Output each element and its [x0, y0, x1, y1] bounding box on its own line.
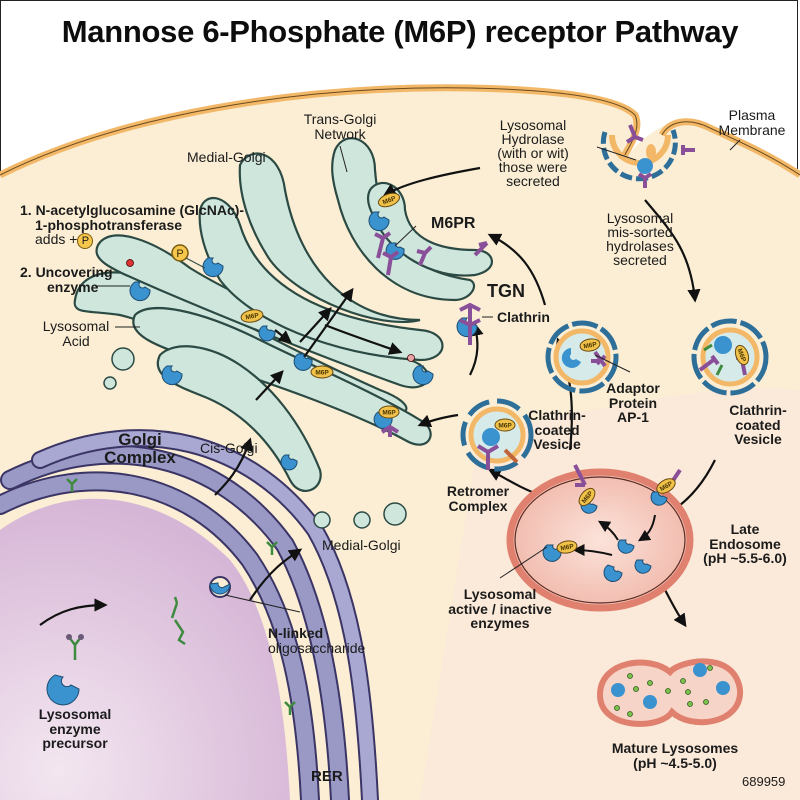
precursor-line1: Lysosomal [38, 706, 112, 722]
mature-lysosomes-label: Mature Lysosomes (pH ~4.5-5.0) [590, 741, 760, 770]
ccv-right-label: Clathrin- coated Vesicle [718, 403, 798, 447]
golgi-vesicles [103, 347, 407, 529]
svg-text:M6P: M6P [382, 195, 398, 206]
golgi-enzymes [46, 211, 478, 706]
mature-line2: (pH ~4.5-5.0) [633, 754, 717, 771]
leader-lines [95, 139, 741, 613]
adaptor-line1: Adaptor [606, 380, 660, 396]
late-endosome-line3: (pH ~5.5-6.0) [703, 550, 787, 567]
lysosomal-acid-label: Lysosomal Acid [38, 319, 114, 348]
phosphate-icon: P [77, 232, 94, 249]
svg-text:M6P: M6P [382, 409, 396, 416]
m6p-receptors [374, 231, 489, 437]
step1-line1: 1. N-acetylglucosamine (GlcNAc)- [20, 202, 245, 218]
enzymes-line2: active / inactive [448, 600, 552, 617]
retromer-line1: Retromer [446, 483, 510, 499]
svg-text:P: P [176, 248, 183, 260]
svg-text:M6P: M6P [583, 341, 598, 350]
golgi-complex-line1: Golgi [118, 430, 162, 449]
phosphate-chip [171, 244, 189, 262]
n-linked-label: N-linked oligosaccharide [268, 626, 365, 655]
ccv-right-line3: Vesicle [734, 431, 782, 448]
svg-text:M6P: M6P [560, 543, 575, 552]
svg-text:M6P: M6P [736, 348, 747, 364]
precursor-label: Lysosomal enzyme precursor [25, 707, 125, 751]
clathrin-label: Clathrin [497, 309, 550, 325]
ccv-right-line1: Clathrin- [729, 402, 787, 418]
enzymes-line3: enzymes [470, 615, 530, 632]
late-endosome-line2: Endosome [709, 535, 781, 552]
ccv-mid-label: Clathrin- coated Vesicle [522, 408, 592, 452]
n-linked-line1: N-linked [268, 625, 324, 641]
step2-line2: enzyme [47, 278, 99, 295]
missorted-line1: Lysosomal [606, 210, 674, 226]
lysosomal-acid-line1: Lysosomal [42, 318, 110, 334]
plasma-line1: Plasma [728, 107, 776, 123]
m6p-tags: M6P M6P M6P M6P M6P M6P M6P M6P M6P M6P [240, 192, 750, 554]
enzymes-line1: Lysosomal [463, 586, 537, 602]
late-endosome-line1: Late [730, 521, 760, 537]
step2-line1: 2. Uncovering [20, 264, 113, 280]
glycans [66, 478, 296, 715]
svg-text:M6P: M6P [245, 312, 260, 321]
hydrolase-line4: those were [498, 159, 568, 175]
hydrolase-line3: (with or wit) [497, 145, 569, 161]
golgi-complex-label: Golgi Complex [95, 431, 185, 467]
missorted-line2: mis-sorted [607, 224, 673, 240]
mature-lysosomes [596, 658, 744, 727]
ccv-right-line2: coated [735, 416, 781, 433]
enzymes-label: Lysosomal active / inactive enzymes [440, 587, 560, 631]
adaptor-line2: Protein [608, 394, 658, 411]
retromer-label: Retromer Complex [440, 484, 516, 513]
adaptor-protein-label: Adaptor Protein AP-1 [598, 381, 668, 425]
m6pr-label: M6PR [431, 215, 476, 232]
step1-line2: 1-phosphotransferase [35, 216, 183, 233]
ccv-mid-line3: Vesicle [533, 436, 581, 453]
rough-er [0, 429, 379, 800]
hydrolase-label: Lysosomal Hydrolase (with or wit) those … [478, 118, 588, 188]
page-title: Mannose 6-Phosphate (M6P) receptor Pathw… [61, 14, 739, 49]
trans-golgi-line1: Trans-Golgi [303, 111, 377, 127]
cis-golgi-label: Cis-Golgi [200, 440, 258, 456]
step1-label: 1. N-acetylglucosamine (GlcNAc)- 1-phosp… [20, 203, 244, 249]
hydrolase-line1: Lysosomal [499, 117, 567, 133]
step1-line3: adds + [35, 231, 78, 248]
trans-golgi-label: Trans-Golgi Network [290, 112, 390, 141]
mature-line1: Mature Lysosomes [611, 740, 739, 756]
adaptor-line3: AP-1 [617, 409, 649, 426]
trans-golgi-line2: Network [314, 125, 366, 142]
medial-golgi-top-label: Medial-Golgi [187, 149, 266, 165]
endocytic-pit [600, 124, 695, 188]
rer-label: RER [311, 768, 343, 785]
golgi-complex-line2: Complex [104, 447, 176, 467]
tgn-label: TGN [487, 281, 525, 301]
figure-id: 689959 [742, 774, 786, 789]
plasma-membrane-label: Plasma Membrane [712, 108, 792, 137]
nucleus [0, 498, 290, 800]
medial-golgi-bottom-label: Medial-Golgi [322, 537, 401, 553]
ccv-mid-line1: Clathrin- [528, 407, 586, 423]
precursor-line2: enzyme [49, 720, 101, 737]
precursor-line3: precursor [42, 735, 108, 752]
late-endosome-label: Late Endosome (pH ~5.5-6.0) [690, 522, 800, 566]
late-endosome [506, 464, 694, 612]
svg-text:M6P: M6P [315, 369, 329, 376]
svg-text:M6P: M6P [498, 422, 512, 429]
missorted-label: Lysosomal mis-sorted hydrolases secreted [590, 211, 690, 267]
vesicle-right [691, 318, 769, 396]
step2-label: 2. Uncovering enzyme [20, 265, 113, 294]
ccv-mid-line2: coated [534, 421, 580, 438]
enzyme-er-bud [209, 582, 231, 595]
n-linked-line2: oligosaccharide [268, 639, 366, 656]
hydrolase-line2: Hydrolase [501, 131, 565, 147]
missorted-line3: hydrolases [606, 238, 674, 254]
hydrolase-line5: secreted [506, 173, 560, 189]
lysosomal-acid-line2: Acid [62, 332, 90, 349]
missorted-line4: secreted [613, 252, 667, 268]
retromer-line2: Complex [448, 497, 508, 514]
plasma-line2: Membrane [718, 121, 786, 138]
